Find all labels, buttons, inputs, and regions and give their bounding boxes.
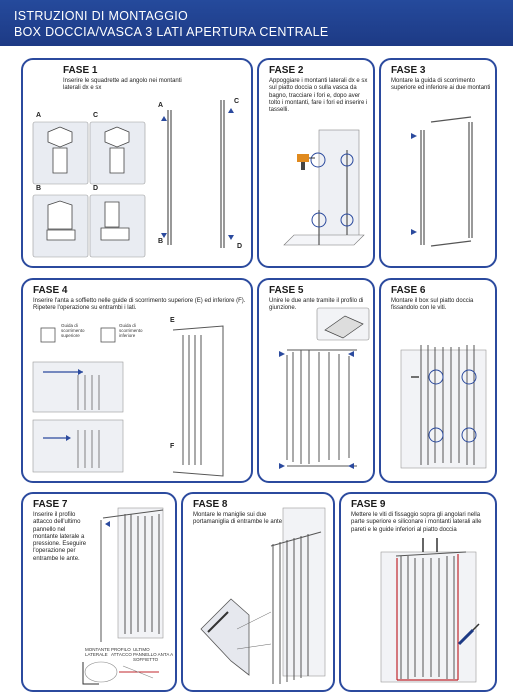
step-5-title: FASE 5 (269, 285, 304, 296)
step-1-drawing (32, 100, 234, 258)
header-title-line1: ISTRUZIONI DI MONTAGGIO (14, 9, 189, 23)
step-1-panel: FASE 1 Inserire le squadrette ad angolo … (21, 58, 253, 268)
step-5-panel: FASE 5 Unire le due ante tramite il prof… (257, 278, 375, 483)
step-3-drawing (411, 116, 473, 247)
step-9-title: FASE 9 (351, 499, 386, 510)
profile-label-d: D (237, 243, 243, 250)
label-e-right: E (170, 317, 175, 324)
step-9-drawing (380, 538, 480, 683)
guide-upper-label: Guida di scorrimento superiore (61, 323, 85, 338)
step-2-title: FASE 2 (269, 65, 304, 76)
profile-label-b: B (158, 238, 164, 245)
step-4-title: FASE 4 (33, 285, 68, 296)
step-8-panel: FASE 8 Montare le maniglie sui due porta… (181, 492, 335, 692)
step-7-drawing (82, 507, 164, 685)
step-4-panel: FASE 4 Inserire l'anta a soffietto nelle… (21, 278, 253, 483)
step-2-text: Appoggiare i montanti laterali dx e sx s… (269, 78, 368, 114)
step-5-drawing (279, 307, 370, 469)
label-a: A (36, 112, 42, 119)
label-b: B (36, 185, 42, 192)
step-7-text: Inserire il profilo attacco dell'ultimo … (33, 512, 87, 562)
step-2-drawing (283, 129, 365, 246)
step-1-text: Inserire le squadrette ad angolo nei mon… (63, 78, 182, 92)
step-5-text: Unire le due ante tramite il profilo di … (269, 298, 364, 312)
step-6-drawing (400, 345, 487, 469)
step-3-text: Montare la guida di scorrimento superior… (391, 78, 491, 92)
step-7-panel: FASE 7 Inserire il profilo attacco dell'… (21, 492, 177, 692)
detail-label-pannello: ULTIMO PANNELLO ANTA A SOFFIETTO (133, 647, 173, 662)
label-f-right: F (170, 443, 175, 450)
step-6-title: FASE 6 (391, 285, 426, 296)
step-3-panel: FASE 3 Montare la guida di scorrimento s… (379, 58, 497, 268)
detail-label-montante: MONTANTE LATERALE (85, 647, 110, 657)
guide-lower-label: Guida di scorrimento inferiore (119, 323, 143, 338)
profile-label-c: C (234, 98, 240, 105)
label-d: D (93, 185, 99, 192)
step-9-text: Mettere le viti di fissaggio sopra gli a… (351, 512, 482, 533)
detail-label-profilo: PROFILO ATTACCO (111, 647, 132, 657)
step-8-drawing (200, 507, 326, 684)
step-9-panel: FASE 9 Mettere le viti di fissaggio sopr… (339, 492, 497, 692)
step-6-panel: FASE 6 Montare il box sul piatto doccia … (379, 278, 497, 483)
step-4-text: Inserire l'anta a soffietto nelle guide … (33, 298, 246, 312)
profile-label-a: A (158, 102, 164, 109)
page-header: ISTRUZIONI DI MONTAGGIO BOX DOCCIA/VASCA… (0, 0, 513, 46)
step-7-title: FASE 7 (33, 499, 68, 510)
step-6-text: Montare il box sul piatto doccia fissand… (391, 298, 474, 312)
step-2-panel: FASE 2 Appoggiare i montanti laterali dx… (257, 58, 375, 268)
step-3-title: FASE 3 (391, 65, 426, 76)
step-8-text: Montare le maniglie sui due portamanigli… (193, 512, 283, 526)
label-c: C (93, 112, 99, 119)
step-4-drawing (32, 325, 224, 477)
step-8-title: FASE 8 (193, 499, 228, 510)
step-1-title: FASE 1 (63, 65, 98, 76)
header-title-line2: BOX DOCCIA/VASCA 3 LATI APERTURA CENTRAL… (14, 25, 329, 39)
